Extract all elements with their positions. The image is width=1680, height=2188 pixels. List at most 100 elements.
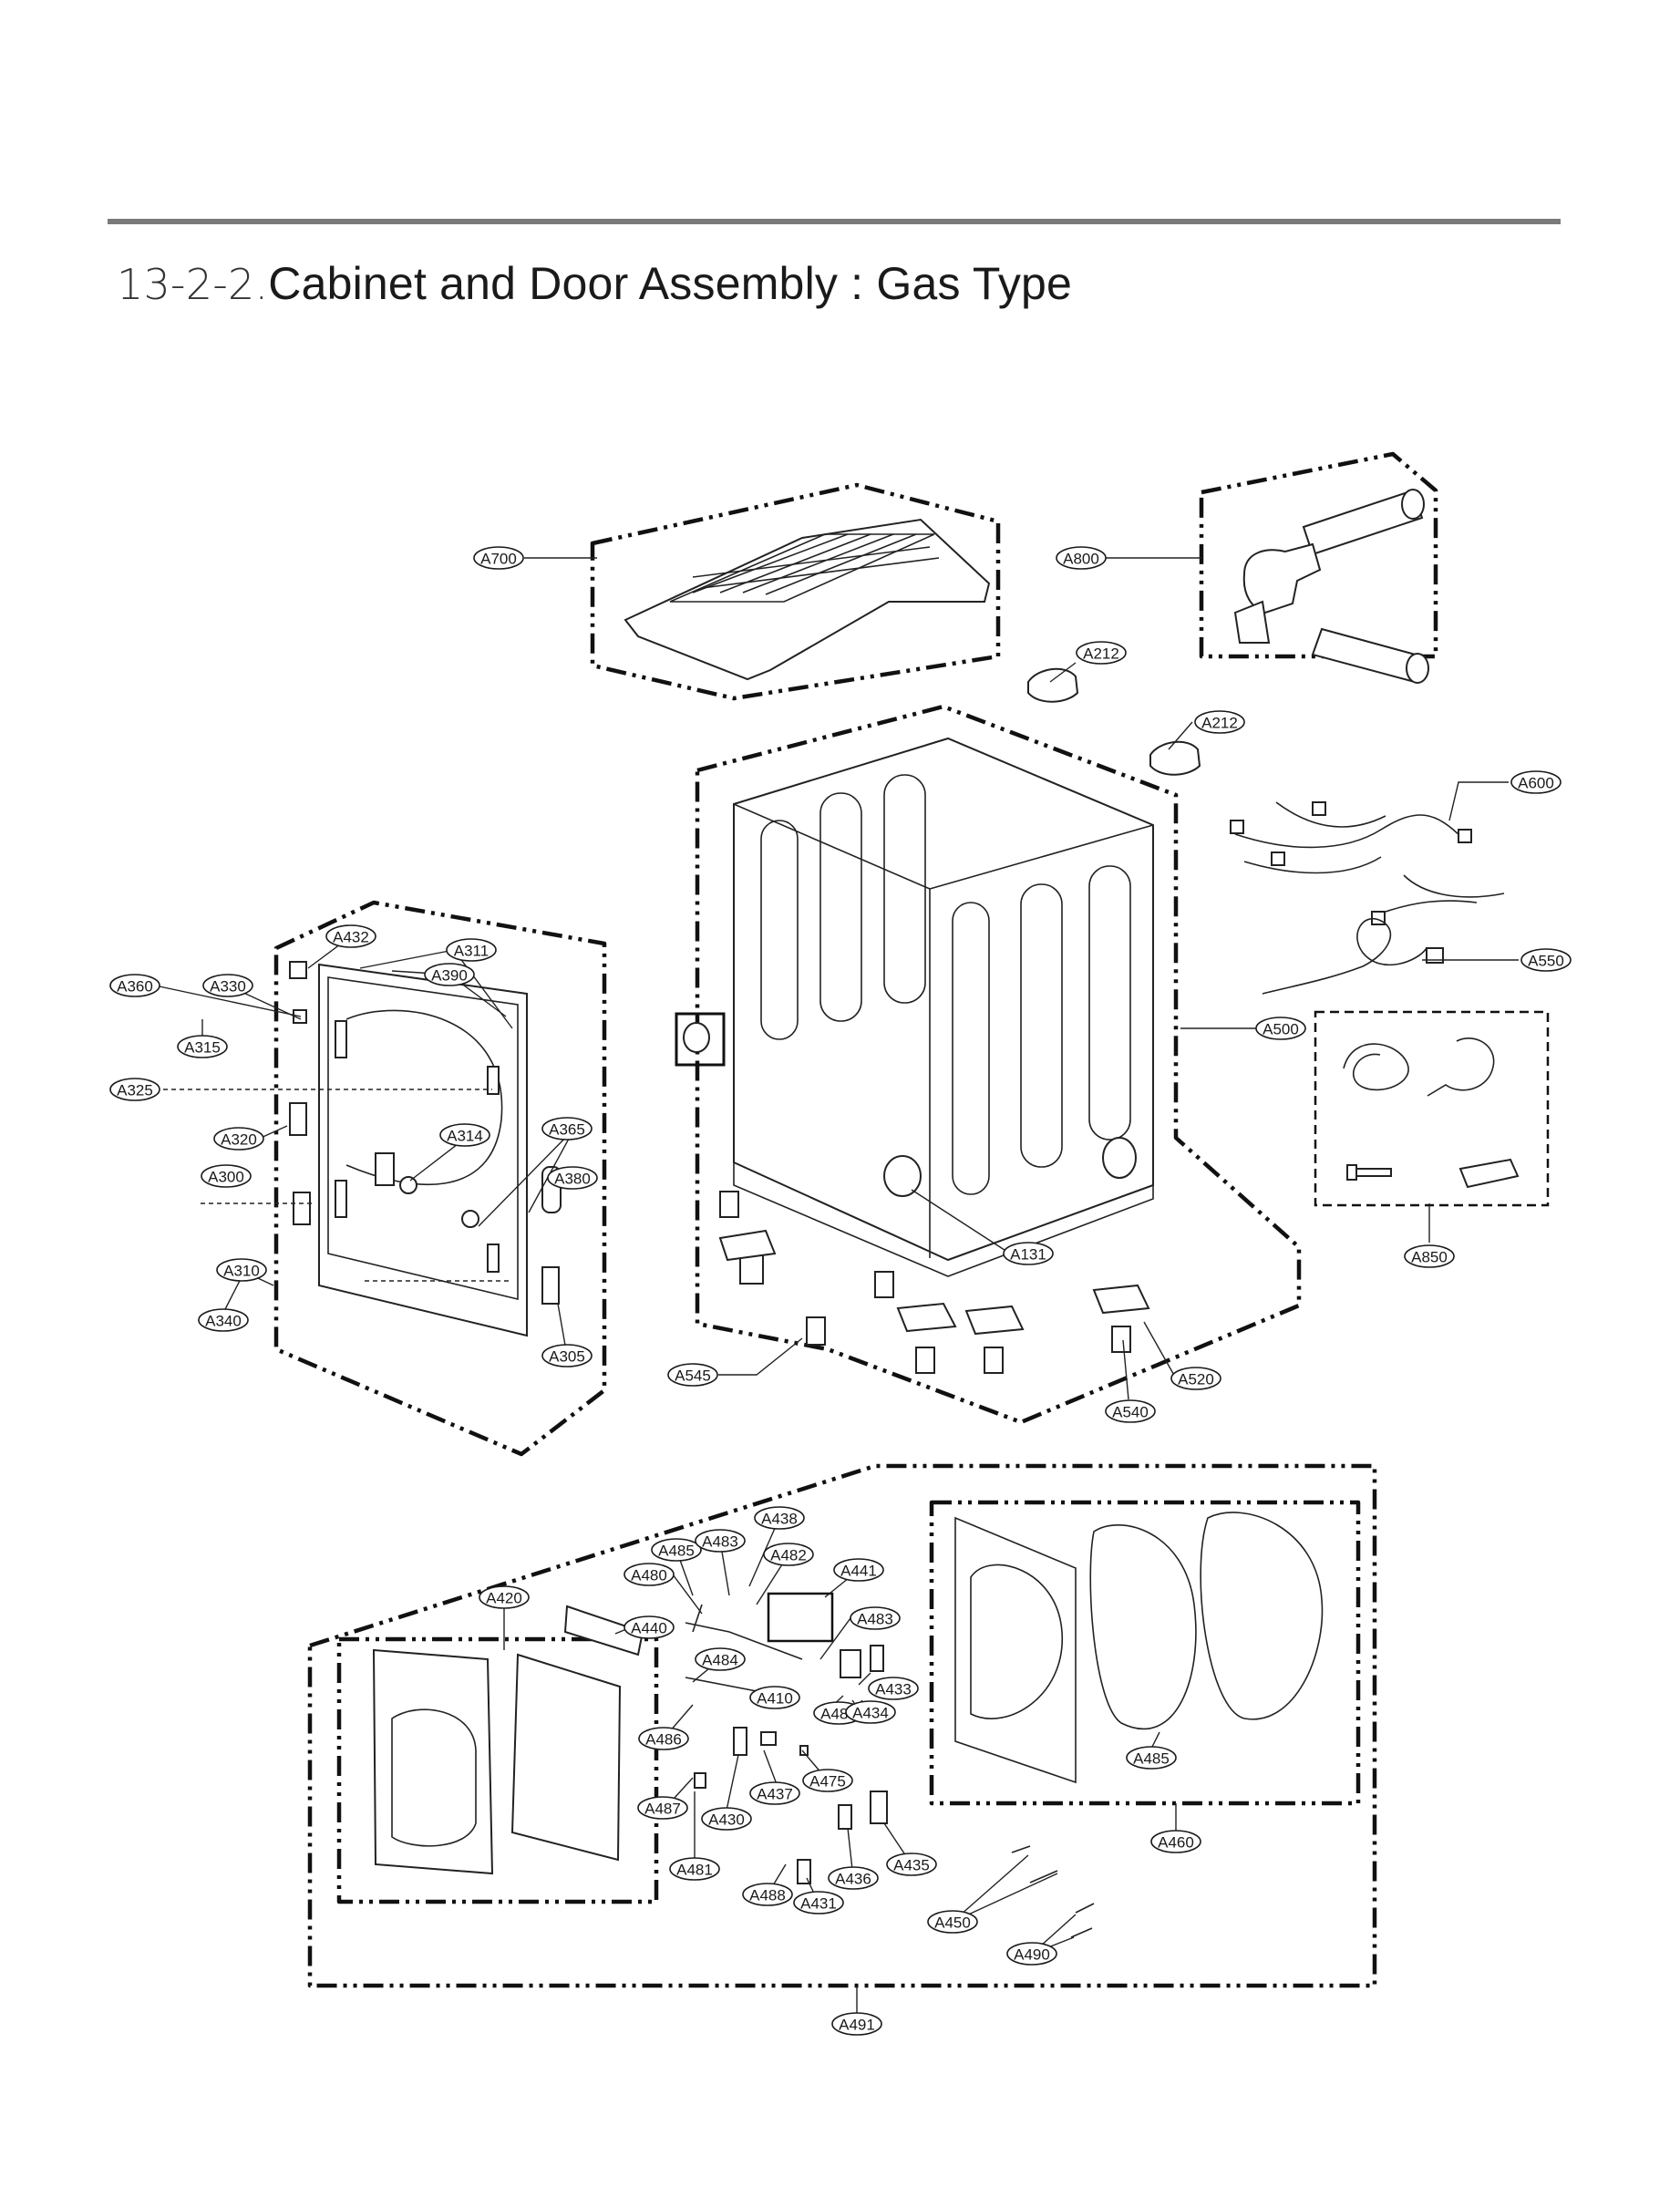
part-label-a460: A460	[1150, 1830, 1201, 1853]
part-label-a540: A540	[1105, 1399, 1156, 1423]
part-label-text: A360	[117, 978, 153, 996]
part-label-a300: A300	[201, 1164, 252, 1188]
part-label-text: A340	[205, 1313, 242, 1330]
part-label-text: A800	[1063, 551, 1099, 568]
part-label-text: A600	[1518, 775, 1554, 792]
part-label-text: A488	[749, 1887, 786, 1904]
part-label-a311: A311	[446, 938, 497, 962]
top-plate-group-outline	[590, 482, 1001, 701]
part-label-a325: A325	[109, 1078, 160, 1101]
part-label-a475: A475	[802, 1769, 853, 1792]
part-label-text: A438	[761, 1511, 798, 1528]
wire-harness-parts	[1230, 801, 1505, 995]
part-label-a305: A305	[541, 1344, 593, 1368]
part-label-text: A485	[1133, 1750, 1170, 1768]
part-label-a481: A481	[669, 1857, 720, 1881]
part-label-text: A487	[644, 1801, 681, 1818]
part-label-text: A486	[645, 1731, 682, 1749]
accessory-kit	[1314, 1010, 1550, 1207]
part-label-a310: A310	[216, 1258, 267, 1282]
part-label-a330: A330	[202, 974, 253, 997]
section-number: 13-2-2.	[117, 260, 269, 309]
door-back-group-outline	[929, 1500, 1361, 1806]
part-label-text: A491	[839, 2017, 875, 2034]
part-label-a482: A482	[763, 1543, 814, 1566]
section-title: Cabinet and Door Assembly : Gas Type	[268, 258, 1073, 309]
part-label-a380: A380	[547, 1166, 598, 1190]
part-label-text: A490	[1014, 1946, 1050, 1964]
part-label-text: A440	[631, 1620, 667, 1637]
part-label-a315: A315	[177, 1035, 228, 1058]
part-label-a320: A320	[213, 1127, 264, 1151]
cabinet-group-outline	[695, 704, 1302, 1425]
part-label-a850: A850	[1404, 1244, 1455, 1268]
part-label-text: A420	[486, 1590, 522, 1607]
part-label-a500: A500	[1255, 1017, 1306, 1040]
part-label-a433: A433	[868, 1677, 919, 1700]
part-label-text: A436	[835, 1871, 871, 1888]
part-label-a488: A488	[742, 1883, 793, 1906]
part-label-a480: A480	[624, 1563, 675, 1586]
part-label-text: A481	[676, 1862, 713, 1879]
part-label-a441: A441	[833, 1558, 884, 1582]
part-label-text: A460	[1158, 1834, 1194, 1852]
part-label-text: A450	[934, 1914, 971, 1932]
part-label-a436: A436	[828, 1866, 879, 1890]
part-label-text: A483	[702, 1533, 738, 1551]
part-label-text: A311	[454, 943, 489, 960]
part-label-a484: A484	[695, 1647, 746, 1671]
part-label-text: A432	[333, 929, 369, 946]
cabinet-part	[675, 737, 1154, 1374]
part-label-text: A434	[852, 1705, 889, 1722]
part-label-a485: A485	[1126, 1746, 1177, 1770]
part-label-text: A320	[221, 1131, 257, 1149]
part-label-text: A850	[1411, 1249, 1448, 1266]
part-label-a450: A450	[927, 1910, 978, 1934]
part-label-a700: A700	[473, 546, 524, 570]
duct-group-outline	[1199, 451, 1438, 659]
part-label-a550: A550	[1520, 948, 1572, 972]
part-label-text: A545	[675, 1368, 711, 1385]
part-label-a600: A600	[1510, 770, 1561, 794]
exhaust-duct-part	[1233, 489, 1429, 684]
part-label-text: A410	[757, 1690, 793, 1708]
part-label-text: A480	[631, 1567, 667, 1584]
part-label-a431: A431	[793, 1891, 844, 1914]
part-label-a360: A360	[109, 974, 160, 997]
part-label-a485: A485	[651, 1538, 702, 1562]
part-label-text: A437	[757, 1786, 793, 1803]
part-label-text: A441	[840, 1563, 877, 1580]
part-label-a483: A483	[850, 1606, 901, 1630]
top-plate-part	[624, 518, 991, 681]
front-panel-group-outline	[273, 900, 607, 1457]
part-label-a430: A430	[701, 1807, 752, 1831]
part-label-a437: A437	[749, 1781, 800, 1805]
part-label-a491: A491	[831, 2012, 882, 2036]
part-label-text: A430	[708, 1811, 745, 1829]
part-label-text: A433	[875, 1681, 912, 1698]
part-label-a212: A212	[1194, 710, 1245, 734]
part-label-text: A315	[184, 1039, 221, 1057]
part-label-a432: A432	[325, 924, 376, 948]
part-label-text: A435	[893, 1857, 930, 1874]
part-label-text: A325	[117, 1082, 153, 1099]
part-label-a365: A365	[541, 1117, 593, 1140]
part-label-text: A212	[1083, 645, 1119, 663]
page-title: 13-2-2.Cabinet and Door Assembly : Gas T…	[117, 257, 1072, 310]
part-label-text: A485	[658, 1543, 695, 1560]
part-label-text: A390	[431, 967, 468, 985]
front-panel-part	[289, 961, 562, 1337]
part-label-text: A131	[1010, 1246, 1046, 1264]
door-group-outline	[307, 1463, 1377, 1988]
part-label-a314: A314	[439, 1123, 490, 1147]
part-label-text: A700	[480, 551, 517, 568]
part-label-a487: A487	[637, 1796, 688, 1820]
part-label-a390: A390	[424, 963, 475, 986]
part-label-a434: A434	[845, 1700, 896, 1724]
part-label-text: A431	[800, 1895, 837, 1913]
part-label-text: A380	[554, 1171, 591, 1188]
door-front-group-outline	[336, 1636, 659, 1904]
part-label-a438: A438	[754, 1506, 805, 1530]
